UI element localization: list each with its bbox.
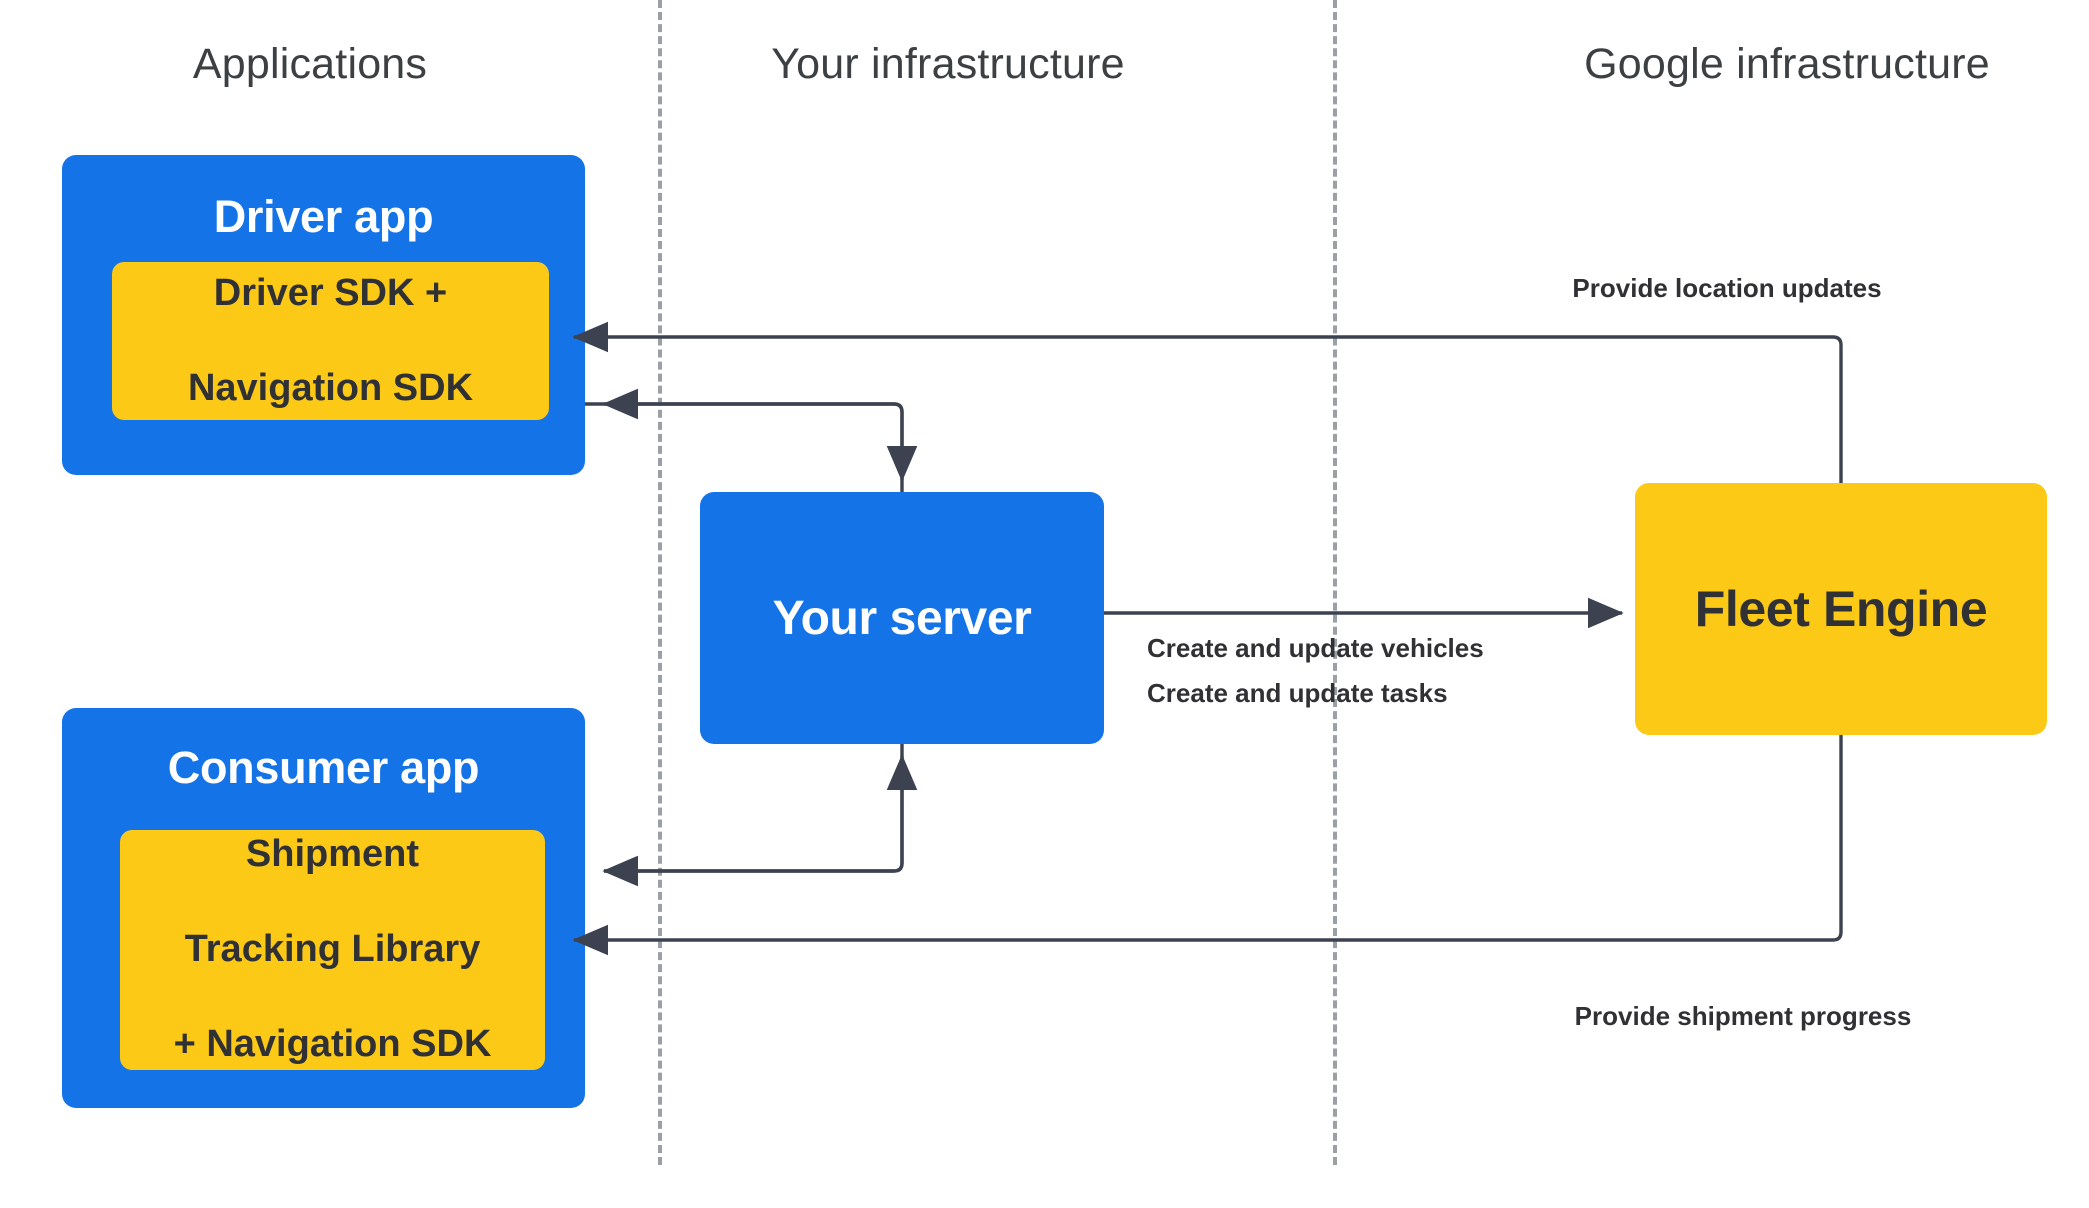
shipment-tracking-line-3: + Navigation SDK <box>173 1023 492 1066</box>
shipment-tracking-line-1: Shipment <box>245 833 420 876</box>
shipment-tracking-line-2: Tracking Library <box>184 928 481 971</box>
node-driver-sdk[interactable]: Driver SDK + Navigation SDK <box>112 262 549 420</box>
column-header-applications: Applications <box>192 40 428 88</box>
consumer-app-title: Consumer app <box>167 742 480 793</box>
driver-sdk-label: Driver SDK + Navigation SDK <box>172 270 489 413</box>
node-your-server[interactable]: Your server <box>700 492 1104 744</box>
column-header-your-infrastructure: Your infrastructure <box>771 40 1125 88</box>
edge-server-to-consumer-app <box>602 744 904 887</box>
swimlane-divider-right <box>1333 0 1337 1165</box>
edge-label-provide-location-updates: Provide location updates <box>1572 273 1882 303</box>
edge-driver-app-to-server <box>585 402 918 482</box>
your-server-title: Your server <box>772 591 1032 645</box>
driver-sdk-line-2: Navigation SDK <box>187 366 474 409</box>
node-fleet-engine[interactable]: Fleet Engine <box>1635 483 2047 735</box>
edge-label-create-and-update-tasks: Create and update tasks <box>1147 678 1448 708</box>
fleet-engine-title: Fleet Engine <box>1694 581 1988 637</box>
edge-label-provide-shipment-progress: Provide shipment progress <box>1574 1001 1912 1031</box>
edge-server-to-driver-app <box>602 388 904 492</box>
edge-consumer-app-to-server <box>604 754 918 873</box>
swimlane-divider-left <box>658 0 662 1165</box>
column-header-google-infrastructure: Google infrastructure <box>1584 40 1990 88</box>
edge-provide-shipment-progress <box>572 735 1843 956</box>
driver-sdk-line-1: Driver SDK + <box>213 271 448 314</box>
edge-label-create-and-update-vehicles: Create and update vehicles <box>1147 633 1484 663</box>
driver-app-title: Driver app <box>213 191 434 242</box>
edge-provide-location-updates <box>572 321 1843 483</box>
